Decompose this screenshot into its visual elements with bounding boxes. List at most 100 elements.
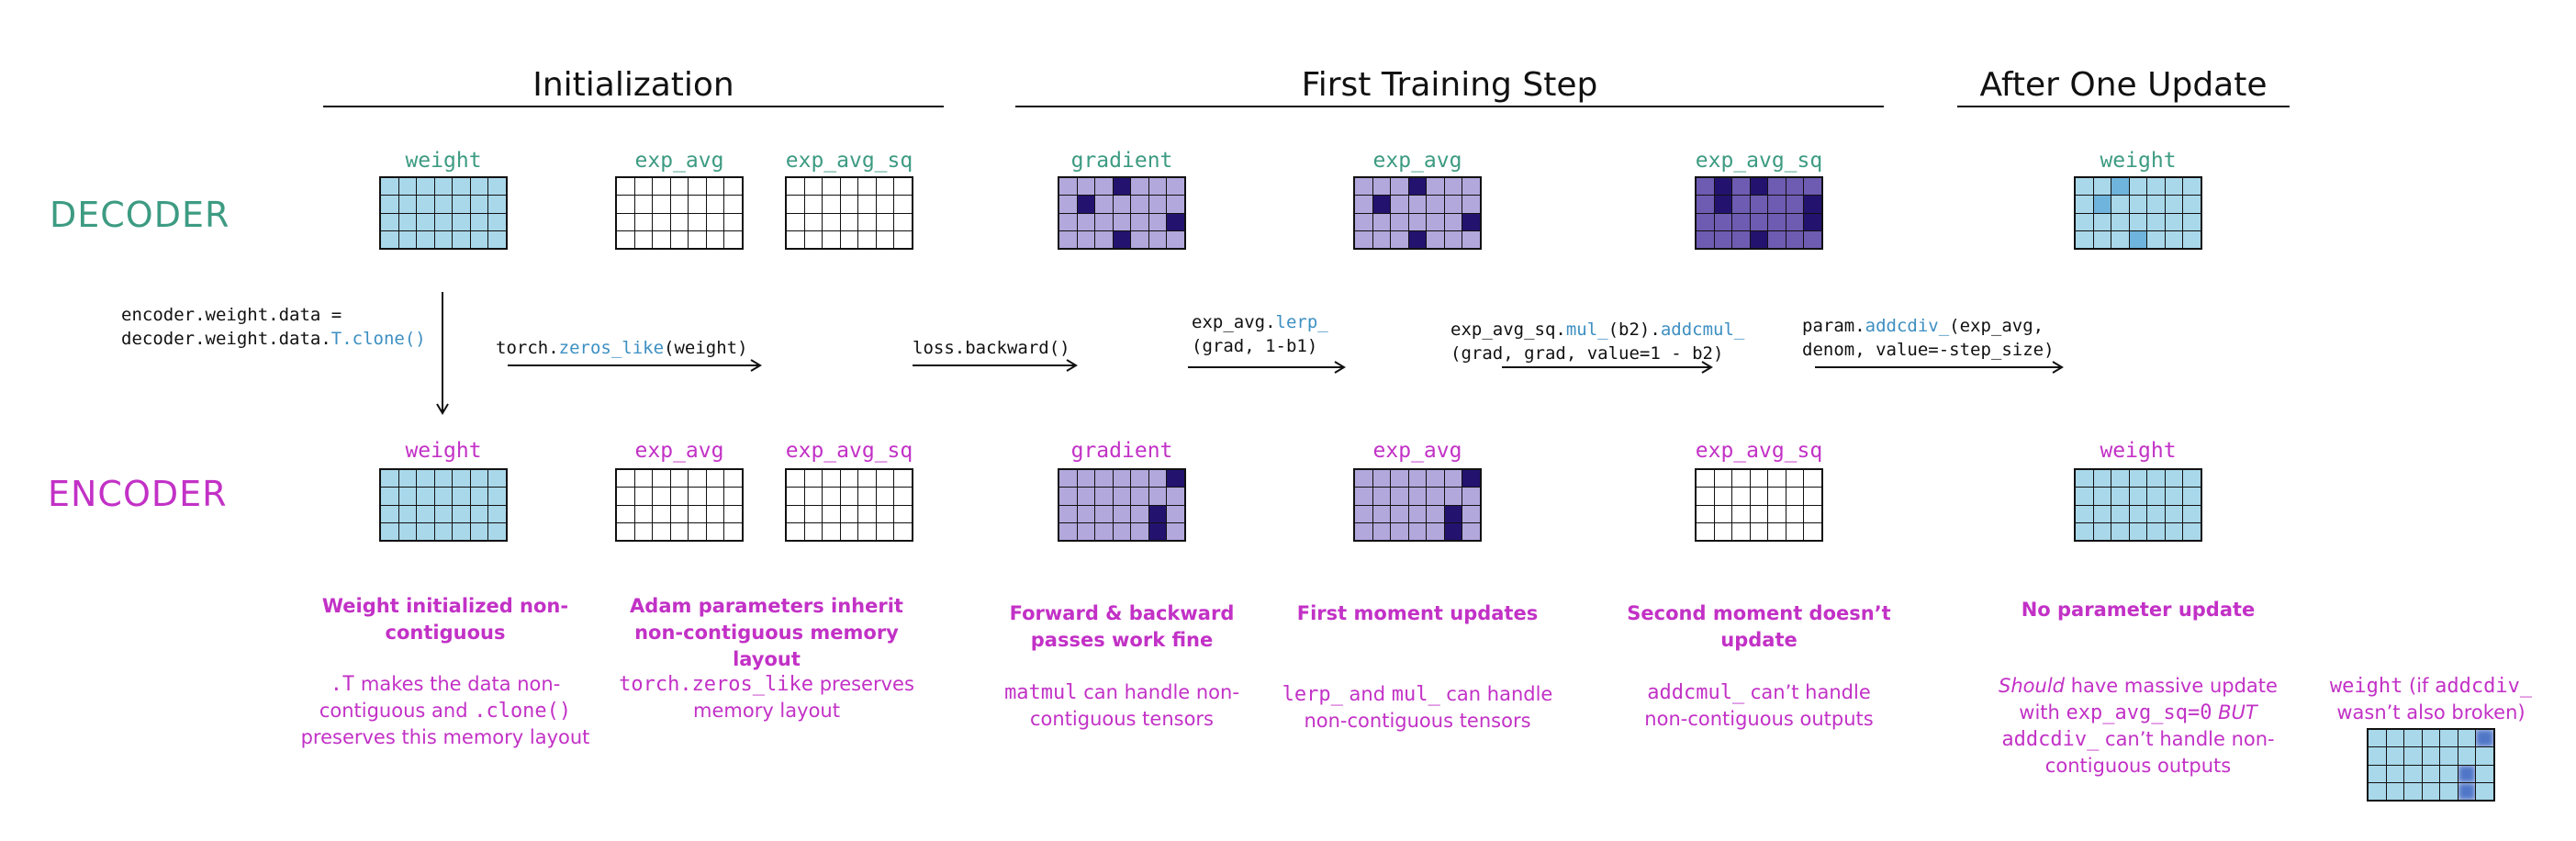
grid-cell	[634, 178, 653, 196]
grid-cell	[634, 230, 653, 248]
caption-6-title: No parameter update	[2021, 599, 2256, 621]
grid-decoder-weight	[379, 176, 508, 250]
grid-cell	[1768, 488, 1786, 505]
grid-cell	[858, 196, 876, 213]
grid-cell	[470, 213, 488, 230]
grid-cell	[1786, 213, 1804, 230]
grid-cell	[689, 488, 706, 505]
grid-hypothetical-weight	[2367, 728, 2495, 802]
grid-cell	[840, 522, 858, 540]
grid-cell	[1077, 470, 1095, 488]
grid-cell	[1095, 522, 1113, 540]
grid-cell	[823, 230, 840, 248]
caption-3-title: Forward & backward passes work fine	[1009, 602, 1235, 651]
grid-cell	[1427, 213, 1444, 230]
grid-cell	[617, 178, 634, 196]
grid-cell	[453, 505, 470, 522]
grid-cell	[2076, 488, 2093, 505]
grid-cell	[706, 505, 724, 522]
label-decoder-exp-avg-2: exp_avg	[1372, 149, 1462, 173]
grid-cell	[1697, 505, 1714, 522]
grid-cell	[453, 196, 470, 213]
grid-cell	[2183, 230, 2201, 248]
grid-cell	[894, 522, 912, 540]
grid-cell	[876, 230, 894, 248]
grid-cell	[858, 213, 876, 230]
grid-cell	[453, 213, 470, 230]
label-encoder-exp-avg-2: exp_avg	[1372, 439, 1462, 463]
grid-cell	[1444, 230, 1462, 248]
caption-2-title: Adam parameters inherit non-contiguous m…	[630, 595, 903, 670]
grid-cell	[1804, 488, 1821, 505]
grid-cell	[1355, 522, 1372, 540]
grid-cell	[1372, 505, 1391, 522]
grid-cell	[787, 505, 804, 522]
grid-cell	[1059, 178, 1077, 196]
grid-cell	[2183, 178, 2201, 196]
grid-cell	[2386, 765, 2404, 782]
grid-cell	[398, 505, 417, 522]
grid-cell	[1059, 505, 1077, 522]
grid-cell	[470, 505, 488, 522]
grid-cell	[2147, 505, 2165, 522]
grid-cell	[2093, 213, 2111, 230]
caption-4-title: First moment updates	[1296, 602, 1539, 624]
grid-cell	[724, 178, 742, 196]
grid-cell	[1408, 522, 1427, 540]
grid-cell	[617, 230, 634, 248]
grid-cell	[1732, 505, 1750, 522]
grid-cell	[2458, 747, 2476, 765]
grid-cell	[1077, 196, 1095, 213]
grid-cell	[1148, 196, 1167, 213]
grid-cell	[2147, 196, 2165, 213]
grid-cell	[381, 470, 398, 488]
grid-cell	[1059, 230, 1077, 248]
grid-cell	[2440, 782, 2458, 800]
grid-cell	[1732, 470, 1750, 488]
grid-cell	[1113, 488, 1131, 505]
grid-cell	[2111, 178, 2129, 196]
grid-cell	[1391, 505, 1408, 522]
grid-cell	[381, 230, 398, 248]
grid-cell	[2404, 782, 2422, 800]
grid-cell	[1391, 522, 1408, 540]
grid-cell	[1113, 196, 1131, 213]
grid-cell	[434, 470, 453, 488]
grid-cell	[823, 488, 840, 505]
grid-cell	[617, 488, 634, 505]
grid-cell	[1059, 522, 1077, 540]
grid-cell	[453, 230, 470, 248]
grid-cell	[453, 488, 470, 505]
grid-cell	[1714, 213, 1732, 230]
grid-cell	[2165, 196, 2183, 213]
grid-cell	[894, 488, 912, 505]
grid-cell	[1408, 230, 1427, 248]
grid-cell	[1391, 196, 1408, 213]
code-zeros-like: torch.zeros_like(weight)	[496, 338, 748, 358]
grid-cell	[2183, 196, 2201, 213]
grid-cell	[894, 505, 912, 522]
grid-cell	[1732, 522, 1750, 540]
grid-cell	[1804, 178, 1821, 196]
grid-cell	[2093, 196, 2111, 213]
grid-cell	[398, 522, 417, 540]
grid-cell	[2369, 782, 2386, 800]
grid-cell	[1444, 522, 1462, 540]
grid-cell	[1697, 470, 1714, 488]
grid-cell	[434, 213, 453, 230]
grid-cell	[689, 505, 706, 522]
grid-cell	[1167, 488, 1184, 505]
grid-cell	[488, 505, 506, 522]
grid-cell	[823, 470, 840, 488]
grid-cell	[2129, 178, 2147, 196]
grid-cell	[858, 230, 876, 248]
grid-decoder-weight-2	[2074, 176, 2202, 250]
grid-cell	[1148, 230, 1167, 248]
caption-5-title: Second moment doesn’t update	[1627, 602, 1891, 651]
row-label-encoder: ENCODER	[48, 474, 228, 514]
grid-cell	[894, 178, 912, 196]
grid-cell	[858, 505, 876, 522]
grid-cell	[1167, 178, 1184, 196]
grid-cell	[434, 196, 453, 213]
grid-cell	[1113, 178, 1131, 196]
